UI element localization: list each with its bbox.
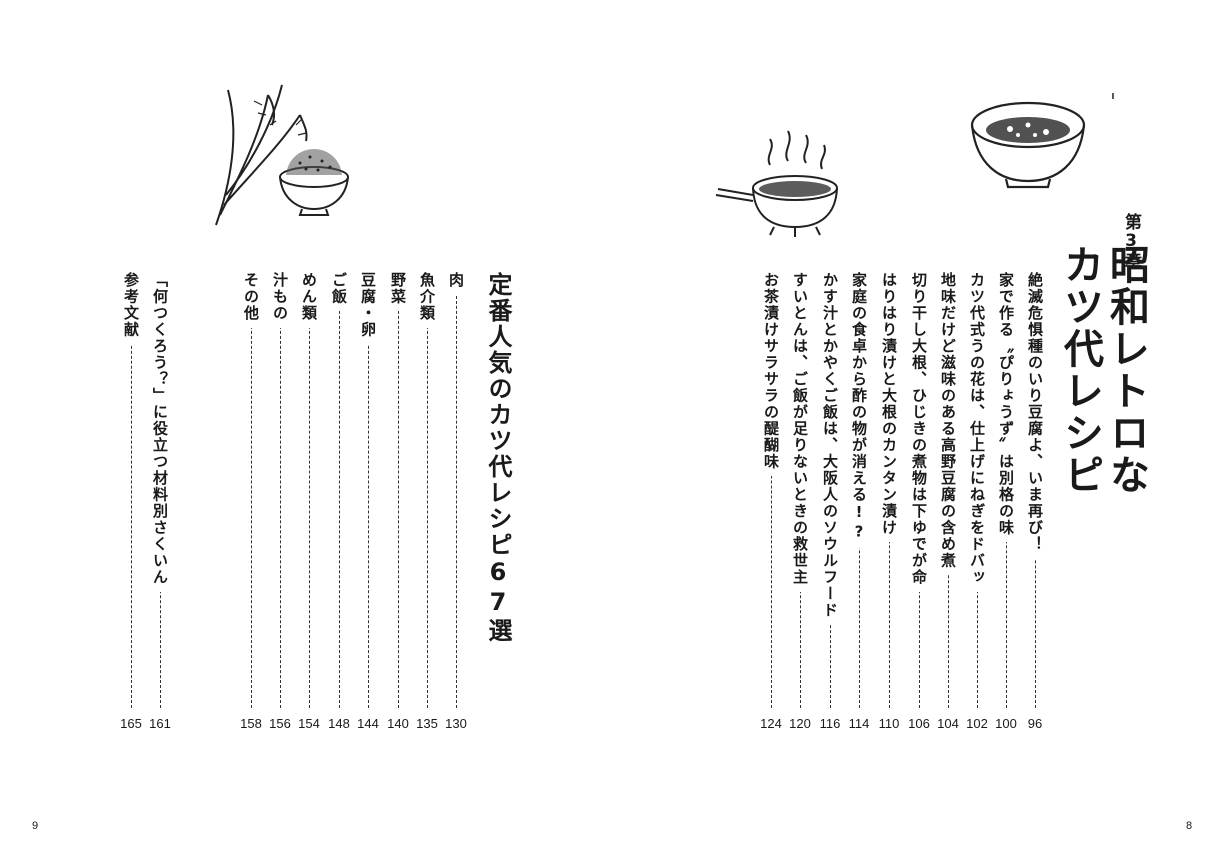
toc-entry-title[interactable]: 地味だけど滋味のある高野豆腐の含め煮 bbox=[939, 272, 957, 575]
toc-entry-title[interactable]: お茶漬けサラサラの醍醐味 bbox=[762, 272, 780, 476]
toc-entry-title[interactable]: めん類 bbox=[300, 272, 318, 328]
toc-leader-line bbox=[251, 276, 252, 708]
toc-entry-title[interactable]: カツ代式うの花は、仕上げにねぎをドバッ bbox=[968, 272, 986, 592]
toc-entry-title[interactable]: 切り干し大根、ひじきの煮物は下ゆでが命 bbox=[910, 272, 928, 592]
toc-entry-title[interactable]: 絶滅危惧種のいり豆腐よ、いま再び！ bbox=[1026, 272, 1044, 559]
pot-and-bowl-illustration bbox=[715, 93, 1114, 237]
toc-page-number[interactable]: 154 bbox=[298, 716, 320, 731]
toc-page-number[interactable]: 135 bbox=[416, 716, 438, 731]
toc-leader-line bbox=[427, 276, 428, 708]
toc-entry-title[interactable]: 参考文献 bbox=[122, 272, 140, 344]
toc-leader-line bbox=[339, 276, 340, 708]
toc-entry-title[interactable]: 豆腐・卵 bbox=[359, 272, 377, 344]
toc-page-number[interactable]: 148 bbox=[328, 716, 350, 731]
toc-leader-line bbox=[368, 276, 369, 708]
toc-page-number[interactable]: 165 bbox=[120, 716, 142, 731]
chapter-title-line1: 昭和レトロな bbox=[1103, 244, 1149, 496]
toc-page-number[interactable]: 156 bbox=[269, 716, 291, 731]
toc-entry-title[interactable]: すいとんは、ご飯が足りないときの救世主 bbox=[791, 272, 809, 592]
susuki-grass-and-rice-bowl-illustration bbox=[215, 84, 349, 226]
toc-entry-title[interactable]: はりはり漬けと大根のカンタン漬け bbox=[880, 272, 898, 542]
toc-page-number[interactable]: 124 bbox=[760, 716, 782, 731]
toc-page-number[interactable]: 144 bbox=[357, 716, 379, 731]
toc-leader-line bbox=[131, 276, 132, 708]
toc-leader-line bbox=[280, 276, 281, 708]
toc-entry-title[interactable]: かす汁とかやくご飯は、大阪人のソウルフード bbox=[821, 272, 839, 625]
toc-page-number[interactable]: 110 bbox=[878, 716, 900, 731]
page-number-right: 8 bbox=[1186, 820, 1193, 832]
toc-leader-line bbox=[309, 276, 310, 708]
toc-entry-title[interactable]: 「何つくろう？」に役立つ材料別さくいん bbox=[151, 272, 169, 592]
toc-page-number[interactable]: 114 bbox=[848, 716, 870, 731]
toc-entry-title[interactable]: 魚介類 bbox=[418, 272, 436, 328]
toc-page-number[interactable]: 100 bbox=[995, 716, 1017, 731]
toc-leader-line bbox=[398, 276, 399, 708]
section-title: 定番人気のカツ代レシピ67選 bbox=[484, 272, 512, 644]
toc-entry-title[interactable]: ご飯 bbox=[330, 272, 348, 311]
chapter-title-line2: カツ代レシピ bbox=[1057, 244, 1103, 496]
toc-entry-title[interactable]: 家で作る〝ぴりょうず〟は別格の味 bbox=[997, 272, 1015, 542]
toc-page-number[interactable]: 116 bbox=[819, 716, 841, 731]
toc-entry-title[interactable]: 野菜 bbox=[389, 272, 407, 311]
toc-leader-line bbox=[771, 276, 772, 708]
toc-page-number[interactable]: 96 bbox=[1027, 716, 1043, 731]
toc-page-number[interactable]: 102 bbox=[966, 716, 988, 731]
toc-page-number[interactable]: 158 bbox=[240, 716, 262, 731]
toc-page-number[interactable]: 106 bbox=[908, 716, 930, 731]
chapter-label: 第3章 bbox=[1121, 213, 1141, 270]
toc-page-number[interactable]: 161 bbox=[149, 716, 171, 731]
page-number-left: 9 bbox=[32, 820, 39, 832]
toc-entry-title[interactable]: 汁もの bbox=[271, 272, 289, 328]
toc-page-number[interactable]: 130 bbox=[445, 716, 467, 731]
toc-page-number[interactable]: 140 bbox=[387, 716, 409, 731]
toc-page-number[interactable]: 120 bbox=[789, 716, 811, 731]
toc-entry-title[interactable]: 家庭の食卓から酢の物が消える!? bbox=[850, 272, 868, 548]
toc-leader-line bbox=[456, 276, 457, 708]
toc-entry-title[interactable]: 肉 bbox=[447, 272, 465, 295]
toc-page-number[interactable]: 104 bbox=[937, 716, 959, 731]
toc-entry-title[interactable]: その他 bbox=[242, 272, 260, 328]
